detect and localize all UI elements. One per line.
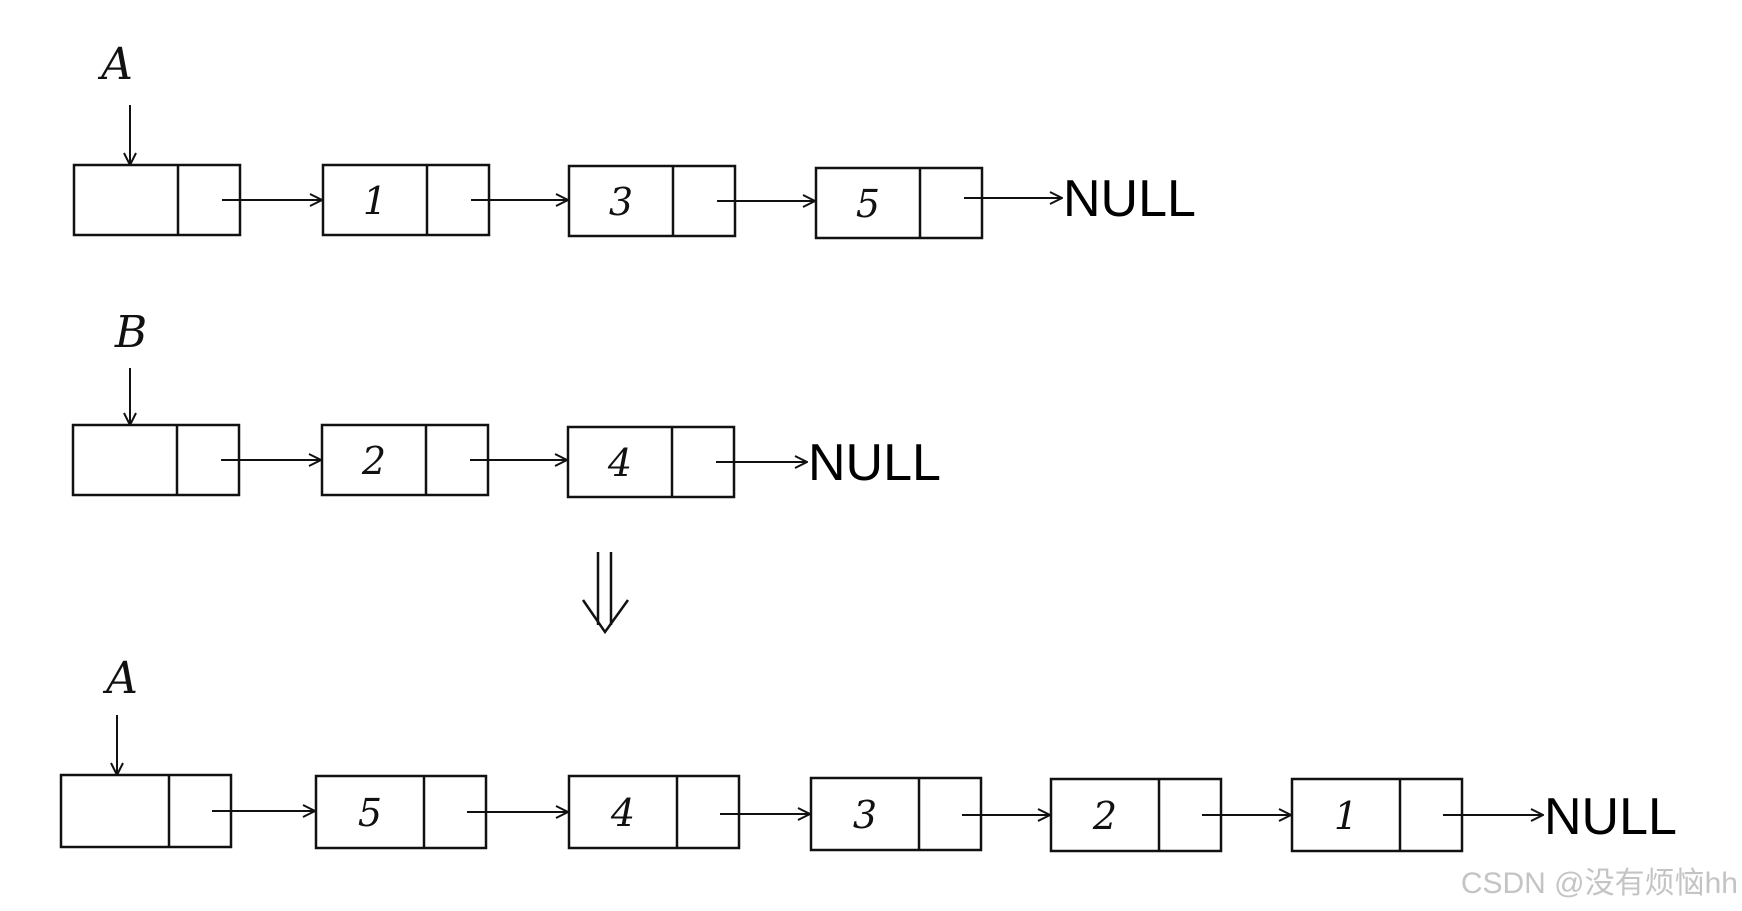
watermark: CSDN @没有烦恼hh: [1461, 867, 1738, 900]
node-value: 4: [610, 791, 635, 835]
list-node: 5: [314, 774, 488, 850]
list-node: 4: [567, 774, 741, 850]
null-label: NULL: [1544, 788, 1677, 846]
list-b: B 2 4 NULL: [71, 307, 941, 499]
node-value: 2: [361, 439, 386, 483]
list-node: [59, 773, 233, 849]
node-value: 1: [363, 179, 387, 223]
node-value: 5: [358, 791, 382, 835]
node-value: 5: [856, 182, 880, 226]
list-a-reversed: A 5 4 3 2: [59, 653, 1677, 853]
null-label: NULL: [808, 434, 941, 492]
list-node: 3: [567, 164, 737, 238]
null-label: NULL: [1063, 170, 1196, 228]
list-node: 2: [320, 423, 490, 497]
node-value: 3: [609, 180, 633, 224]
list-node: 3: [809, 776, 983, 852]
double-down-arrow-head: [581, 599, 630, 635]
list-node: [71, 423, 241, 497]
list-node: 1: [1290, 777, 1464, 853]
head-label-b: B: [114, 307, 147, 358]
transition-arrow: ⇓: [581, 552, 630, 635]
node-value: 1: [1334, 794, 1358, 838]
list-node: 4: [566, 425, 736, 499]
node-value: 2: [1092, 794, 1117, 838]
list-node: 1: [321, 163, 491, 237]
head-label-a: A: [97, 39, 133, 90]
list-node: [72, 163, 242, 237]
head-label-a: A: [102, 653, 138, 704]
list-a-original: A 1 3 5 NULL: [72, 39, 1196, 240]
list-node: 2: [1049, 777, 1223, 853]
node-value: 4: [607, 441, 632, 485]
list-node: 5: [814, 166, 984, 240]
node-value: 3: [853, 793, 877, 837]
